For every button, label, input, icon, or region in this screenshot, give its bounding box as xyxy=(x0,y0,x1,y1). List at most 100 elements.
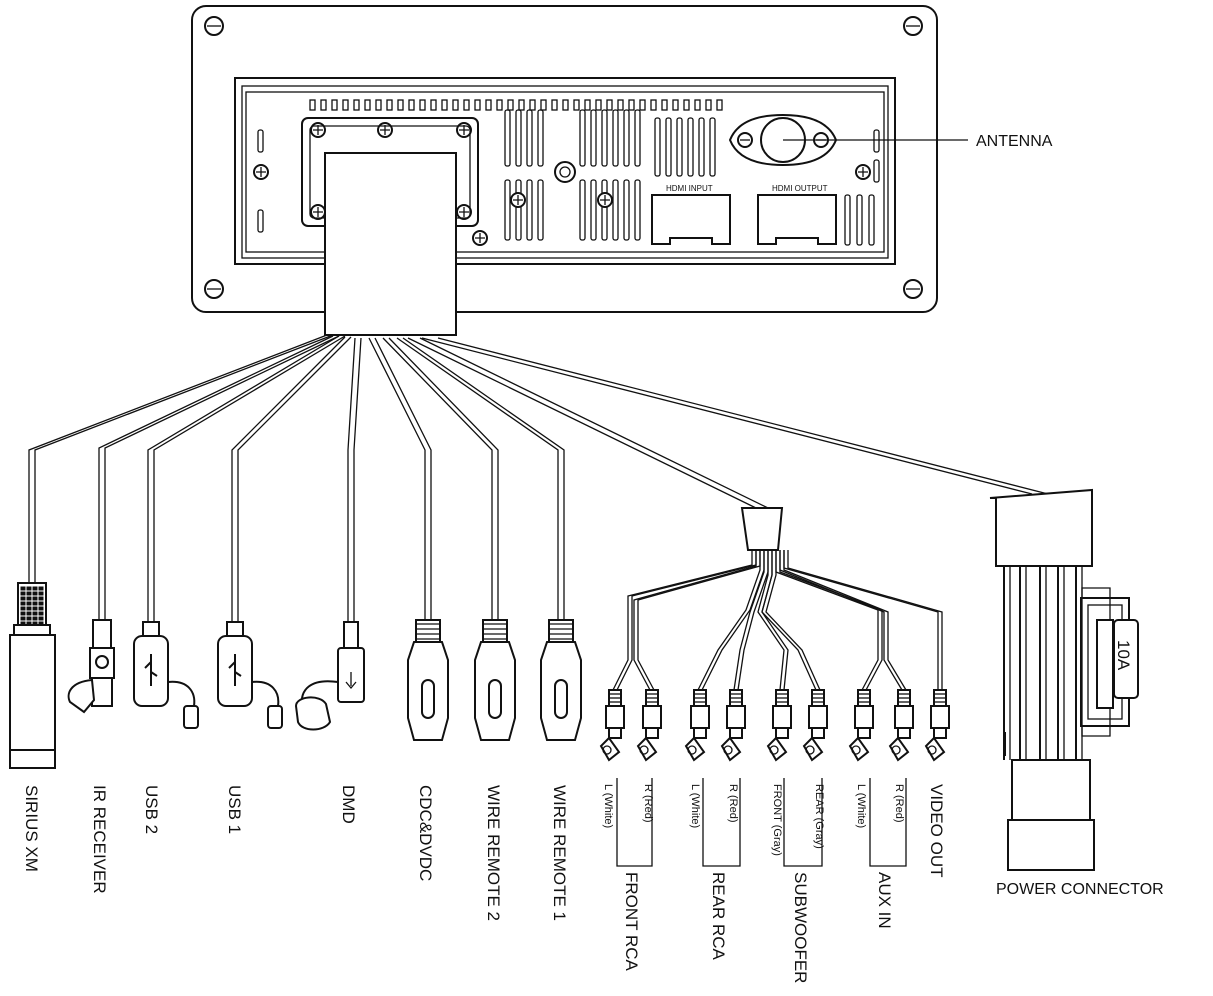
grip-ridge xyxy=(32,601,38,606)
vent-slot xyxy=(257,129,264,153)
cable-usb2 xyxy=(147,335,346,622)
screw xyxy=(597,192,613,208)
vent-slot xyxy=(529,99,536,111)
vent-slot xyxy=(868,194,875,246)
label-usb1: USB 1 xyxy=(225,785,244,834)
label-sirius-xm: SIRIUS XM xyxy=(22,785,41,872)
vent-slot xyxy=(612,109,619,167)
grip-ridge xyxy=(20,591,26,596)
cable-bundle xyxy=(28,334,1049,691)
grip-ridge xyxy=(26,606,32,611)
vent-slot xyxy=(375,99,382,111)
grip-ridge xyxy=(20,606,26,611)
vent-slot xyxy=(873,159,880,183)
vent-slot xyxy=(683,99,690,111)
vent-slot xyxy=(537,179,544,241)
rca-jack-large xyxy=(540,619,582,741)
grip-ridge xyxy=(20,586,26,591)
vent-slot xyxy=(430,99,437,111)
cable-sirius-xm xyxy=(28,334,334,583)
vent-slot xyxy=(672,99,679,111)
rca-large-connectors xyxy=(407,619,582,741)
label-rear-r: R (Red) xyxy=(727,784,739,823)
label-front-rca: FRONT RCA xyxy=(622,872,641,972)
label-sub-rear: REAR (Gray) xyxy=(813,784,825,849)
vent-slot xyxy=(474,99,481,111)
vent-slot xyxy=(698,117,705,177)
grip-ridge xyxy=(26,616,32,621)
vent-slot xyxy=(408,99,415,111)
vent-slot xyxy=(526,179,533,241)
vent-slot xyxy=(705,99,712,111)
ir-receiver-connector xyxy=(67,619,115,714)
harness-block xyxy=(324,152,457,336)
vent-slot xyxy=(676,117,683,177)
hdmi-input-port: HDMI INPUT xyxy=(651,184,731,245)
label-aux-l: L (White) xyxy=(855,784,867,828)
screw xyxy=(456,204,472,220)
vent-slot xyxy=(573,99,580,111)
rca-plug xyxy=(720,689,746,762)
vent-slot xyxy=(419,99,426,111)
head-unit: HDMI INPUT HDMI OUTPUT ANTENNA xyxy=(191,5,1053,336)
vent-slot xyxy=(606,99,613,111)
group-brackets xyxy=(616,778,907,867)
grip-ridge xyxy=(26,591,32,596)
grip-ridge xyxy=(38,591,44,596)
vent-slot xyxy=(386,99,393,111)
svg-text:HDMI OUTPUT: HDMI OUTPUT xyxy=(772,184,828,193)
grip-ridge xyxy=(32,591,38,596)
rca-lead xyxy=(775,550,883,691)
vent-slot xyxy=(612,179,619,241)
vent-slot xyxy=(590,109,597,167)
grip-ridge xyxy=(20,601,26,606)
label-front-r: R (Red) xyxy=(642,784,654,823)
vent-slot xyxy=(623,179,630,241)
grip-ridge xyxy=(20,616,26,621)
vent-slot xyxy=(518,99,525,111)
vent-slot xyxy=(441,99,448,111)
grip-ridge xyxy=(38,616,44,621)
usb2-connector xyxy=(133,621,199,729)
vent-slot xyxy=(331,99,338,111)
vent-slot xyxy=(634,109,641,167)
cable-ir-receiver xyxy=(98,335,340,620)
rca-plug xyxy=(848,689,874,762)
grip-ridge xyxy=(38,606,44,611)
vent-slot xyxy=(601,109,608,167)
label-aux-r: R (Red) xyxy=(893,784,905,823)
vent-slot xyxy=(634,179,641,241)
screw xyxy=(377,122,393,138)
grip-ridge xyxy=(38,601,44,606)
label-aux-in: AUX IN xyxy=(875,872,894,929)
vent-slot xyxy=(257,209,264,233)
power-connector: 10A POWER CONNECTOR xyxy=(989,488,1164,898)
vent-slot xyxy=(562,99,569,111)
grip-ridge xyxy=(26,596,32,601)
grip-ridge xyxy=(32,596,38,601)
vent-slot xyxy=(504,179,511,241)
label-rear-l: L (White) xyxy=(689,784,701,828)
screw xyxy=(253,164,269,180)
vent-slot xyxy=(309,99,316,111)
vent-slot xyxy=(353,99,360,111)
cable-audio-harness xyxy=(407,337,769,509)
dmd-connector xyxy=(294,621,365,731)
grip-ridge xyxy=(32,616,38,621)
vent-slot xyxy=(320,99,327,111)
label-video-out: VIDEO OUT xyxy=(927,784,946,878)
rca-small-connectors xyxy=(599,689,950,762)
power-connector-label: POWER CONNECTOR xyxy=(996,881,1164,898)
label-subwoofer: SUBWOOFER xyxy=(791,872,810,983)
grip-ridge xyxy=(26,586,32,591)
label-ir-receiver: IR RECEIVER xyxy=(90,785,109,894)
grip-ridge xyxy=(32,611,38,616)
cable-power xyxy=(421,337,1049,495)
rca-plug xyxy=(924,689,950,762)
rca-plug xyxy=(888,689,914,762)
cable-usb1 xyxy=(231,336,352,622)
vent-slot xyxy=(485,99,492,111)
rca-plug xyxy=(599,689,625,762)
vent-slot xyxy=(540,99,547,111)
